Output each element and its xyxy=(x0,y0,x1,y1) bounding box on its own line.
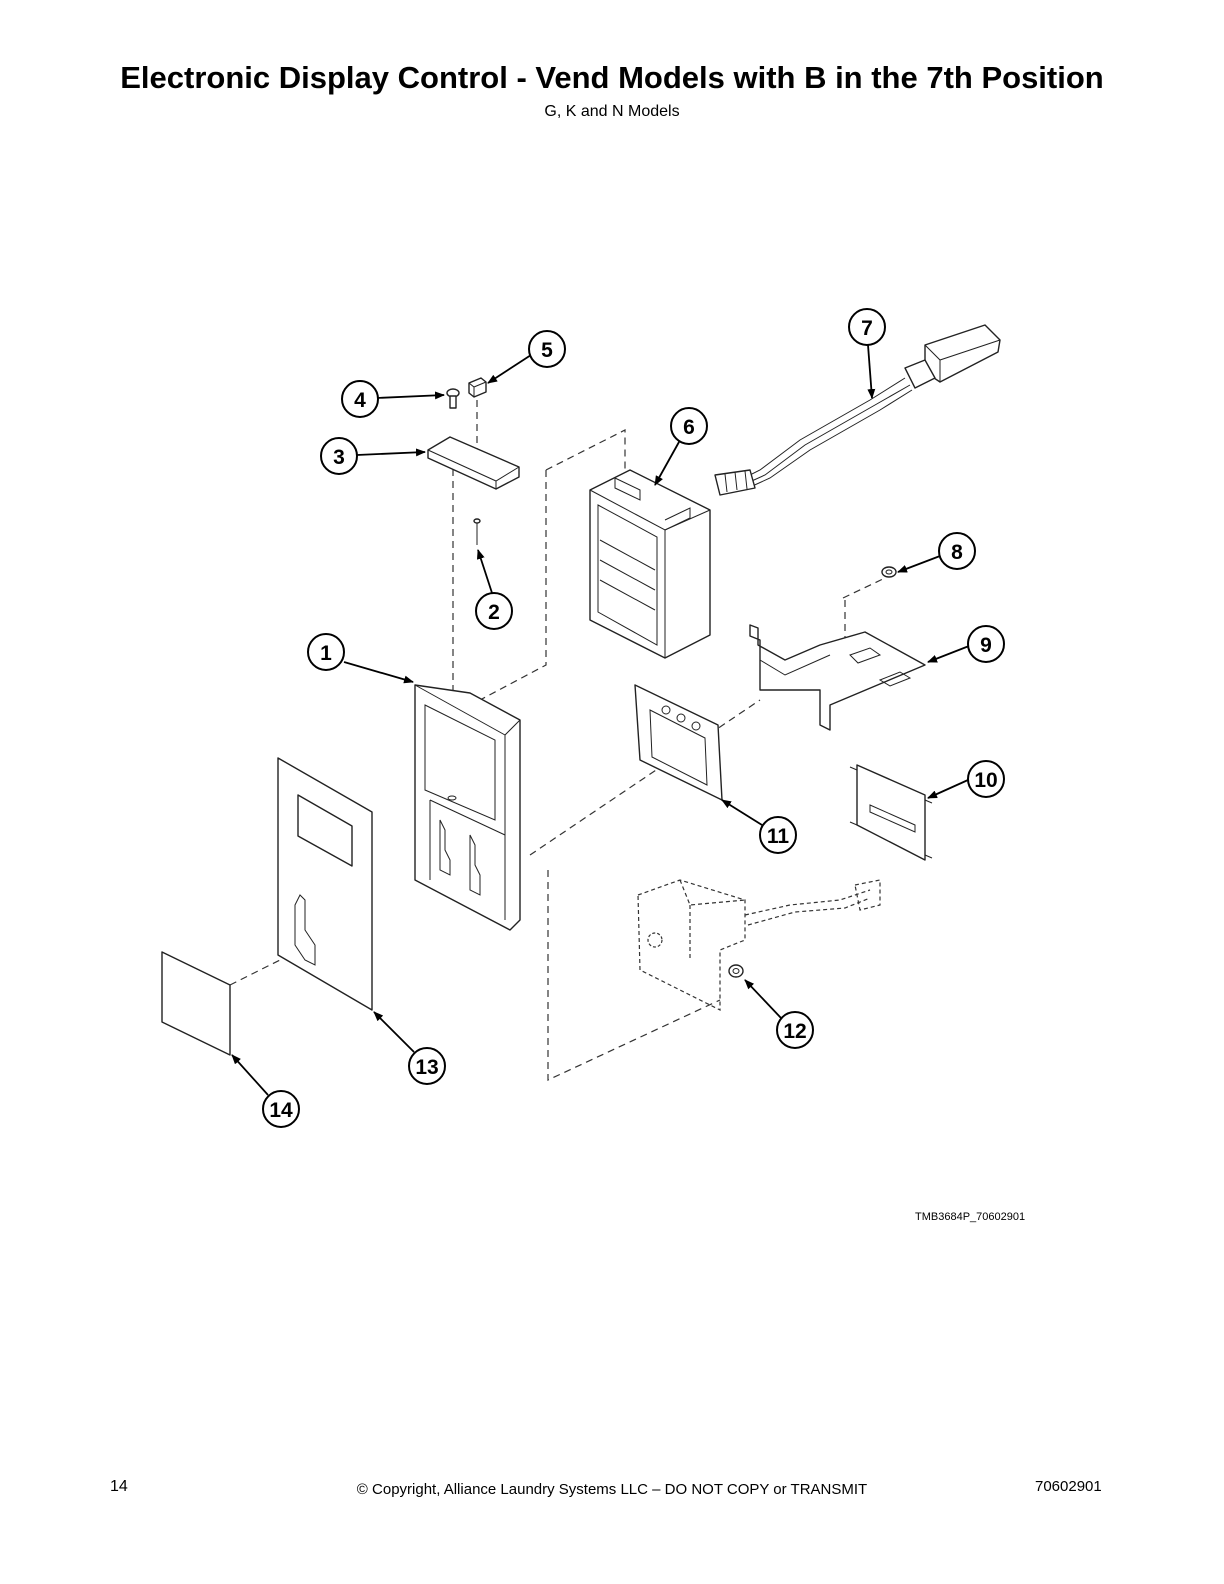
diagram-reference-code: TMB3684P_70602901 xyxy=(915,1211,1026,1223)
callout-10-label: 10 xyxy=(974,769,997,792)
part-7-wire-harness xyxy=(714,324,1001,496)
part-1-control-housing xyxy=(414,684,521,931)
callout-11: 11 xyxy=(759,816,797,854)
callout-3: 3 xyxy=(320,437,358,475)
page-subtitle: G, K and N Models xyxy=(544,103,680,120)
part-12-nut xyxy=(728,964,744,978)
callout-1-label: 1 xyxy=(320,642,332,665)
callout-12-label: 12 xyxy=(783,1020,806,1043)
page-title: Electronic Display Control - Vend Models… xyxy=(120,60,1104,95)
copyright-notice: © Copyright, Alliance Laundry Systems LL… xyxy=(356,1481,868,1498)
part-3-bracket-plate xyxy=(427,436,520,490)
part-10-support-plate xyxy=(849,764,933,861)
callout-10: 10 xyxy=(967,760,1005,798)
part-8-nut xyxy=(881,566,897,578)
page-number: 14 xyxy=(110,1478,128,1495)
callout-7-label: 7 xyxy=(861,317,873,340)
callout-3-label: 3 xyxy=(333,446,345,469)
callout-5-label: 5 xyxy=(541,339,553,362)
coin-mechanism-reference xyxy=(637,879,881,1011)
callout-9: 9 xyxy=(967,625,1005,663)
callout-1: 1 xyxy=(307,633,345,671)
callout-8: 8 xyxy=(938,532,976,570)
callout-4-label: 4 xyxy=(354,389,366,412)
callout-5: 5 xyxy=(528,330,566,368)
callout-14: 14 xyxy=(262,1090,300,1128)
callout-11-label: 11 xyxy=(767,825,790,848)
callout-2-label: 2 xyxy=(488,601,500,624)
callout-6: 6 xyxy=(670,407,708,445)
part-4-screw xyxy=(446,388,460,409)
part-11-mounting-plate xyxy=(634,684,723,801)
part-6-display-module xyxy=(589,469,711,659)
callout-13: 13 xyxy=(408,1047,446,1085)
document-number: 70602901 xyxy=(1035,1478,1102,1495)
part-5-clip xyxy=(468,377,487,398)
callout-9-label: 9 xyxy=(980,634,992,657)
part-2-pin xyxy=(473,518,481,545)
part-13-front-panel xyxy=(277,757,373,1011)
callout-14-label: 14 xyxy=(269,1099,293,1122)
part-14-label xyxy=(161,951,231,1056)
callout-12: 12 xyxy=(776,1011,814,1049)
part-9-mounting-bracket xyxy=(749,624,926,731)
callout-13-label: 13 xyxy=(415,1056,438,1079)
callout-4: 4 xyxy=(341,380,379,418)
callout-8-label: 8 xyxy=(951,541,963,564)
callout-leaders xyxy=(231,344,970,1096)
callout-2: 2 xyxy=(475,592,513,630)
callout-7: 7 xyxy=(848,308,886,346)
callout-6-label: 6 xyxy=(683,416,695,439)
